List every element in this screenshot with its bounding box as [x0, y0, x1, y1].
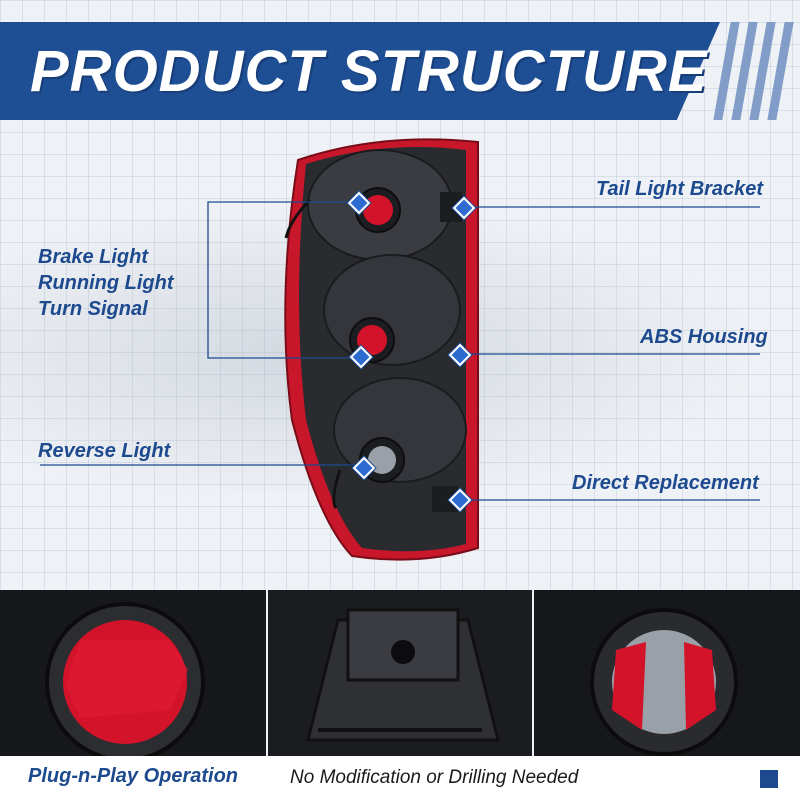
footer-bar: Plug-n-Play Operation No Modification or…: [0, 756, 800, 800]
thumb-lens-socket: [0, 590, 266, 756]
page-title: PRODUCT STRUCTURE: [30, 39, 708, 104]
thumb-bracket-mount: [268, 590, 532, 756]
callout-abs-housing: ABS Housing: [640, 326, 768, 348]
footer-feature: Plug-n-Play Operation: [28, 765, 239, 787]
callout-lighting-group: Brake Light Running Light Turn Signal: [38, 244, 174, 322]
thumb-reverse-socket: [534, 590, 800, 756]
square-icon: [760, 770, 778, 788]
title-banner: [0, 22, 720, 120]
turn-socket-lens: [357, 325, 387, 355]
callout-turn-signal: Turn Signal: [38, 298, 148, 320]
detail-thumbnails: [0, 590, 800, 756]
footer-detail: No Modification or Drilling Needed: [290, 767, 579, 788]
callout-brake-light: Brake Light: [38, 246, 149, 268]
callout-reverse-light: Reverse Light: [38, 440, 171, 462]
callout-running-light: Running Light: [38, 272, 174, 294]
callout-tail-light-bracket: Tail Light Bracket: [596, 178, 764, 200]
callout-direct-replacement: Direct Replacement: [572, 472, 759, 494]
leader-lighting-bracket: [207, 201, 358, 359]
upper-bracket-tab: [440, 192, 462, 222]
brake-socket-lens: [363, 195, 393, 225]
